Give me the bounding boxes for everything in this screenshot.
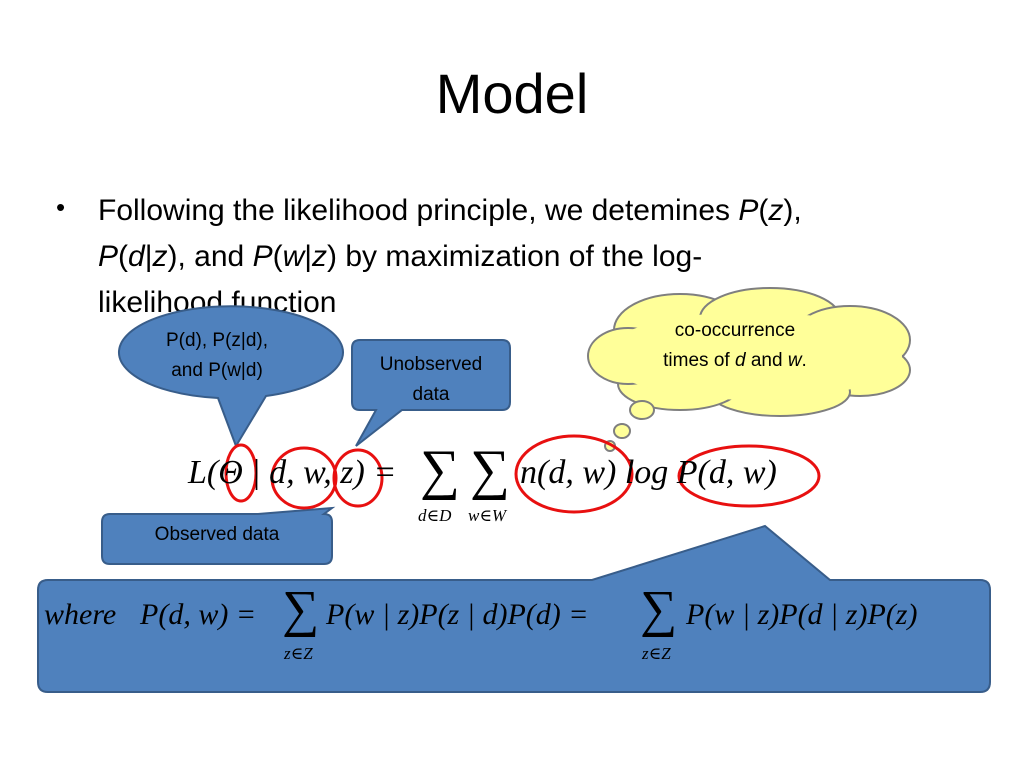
where-sum2-subscript: z∈Z (642, 644, 671, 663)
cooccurrence-callout: co-occurrence times of d and w. (620, 316, 850, 376)
circle-p-dw (677, 444, 821, 508)
circle-theta (224, 443, 258, 503)
where-lhs: P(d, w) = (140, 598, 257, 631)
where-sum1-subscript: z∈Z (284, 644, 313, 663)
observed-callout-shape (101, 506, 336, 565)
sum-d-symbol: ∑ (420, 439, 460, 501)
highlight-circles (224, 434, 821, 514)
cooccurrence-cloud (587, 287, 911, 452)
likelihood-lhs: L(Θ | d, w, z) = (188, 454, 397, 491)
unobserved-callout: Unobserved data (352, 350, 510, 410)
bullet-line2: P(d|z), and P(w|z) by maximization of th… (98, 240, 703, 273)
cooccurrence-callout-line1: co-occurrence (674, 320, 796, 341)
where-sum2-symbol: ∑ (640, 581, 678, 638)
circle-unobserved-z (332, 448, 384, 508)
bullet-marker: • (56, 192, 66, 222)
bullet-line1: Following the likelihood principle, we d… (98, 194, 802, 227)
where-rhs: P(w | z)P(d | z)P(z) (686, 598, 918, 631)
where-box (37, 524, 991, 693)
params-callout-line1: P(d), P(z|d), (165, 330, 269, 351)
params-callout-line2: and P(w|d) (171, 360, 263, 381)
sum-d-subscript: d∈D (418, 506, 452, 525)
observed-callout: Observed data (154, 524, 280, 545)
circle-n-dw (514, 434, 634, 514)
unobserved-callout-line1: Unobserved (379, 354, 483, 375)
unobserved-callout-shape (351, 339, 511, 447)
where-mid: P(w | z)P(z | d)P(d) = (326, 598, 589, 631)
cooccurrence-callout-line2: times of d and w. (663, 350, 807, 371)
sum-w-symbol: ∑ (470, 439, 510, 501)
circle-observed-dw (270, 446, 338, 510)
where-word: where (44, 598, 117, 631)
params-callout: P(d), P(z|d), and P(w|d) (110, 326, 324, 386)
params-callout-shape (118, 305, 344, 449)
unobserved-callout-line2: data (412, 384, 450, 405)
where-sum1-symbol: ∑ (282, 581, 320, 638)
sum-w-subscript: w∈W (468, 506, 507, 525)
slide-title: Model (435, 62, 589, 125)
bullet-text: Following the likelihood principle, we d… (98, 188, 978, 326)
likelihood-term: n(d, w) log P(d, w) (520, 454, 777, 491)
